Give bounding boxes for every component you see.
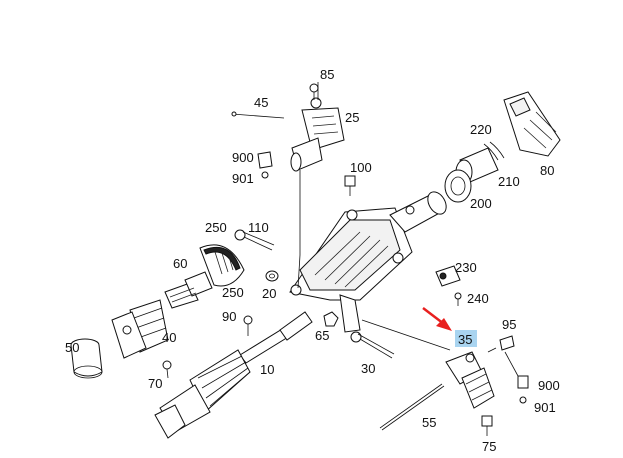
pin-45 [231,111,285,119]
label-60: 60 [173,256,187,271]
label-35: 35 [458,332,472,347]
washer-20 [265,270,279,282]
label-901-right: 901 [534,400,556,415]
label-900-right: 900 [538,378,560,393]
label-65: 65 [315,328,329,343]
joint-bellow [111,299,169,359]
ring-200 [444,169,472,203]
highlight-box [455,330,477,347]
screw-90 [243,315,253,336]
label-95: 95 [502,317,516,332]
connector [164,271,213,309]
screw-240 [454,292,462,306]
label-200: 200 [470,196,492,211]
label-40: 40 [162,330,176,345]
label-75: 75 [482,439,496,454]
clip-220 [483,141,505,161]
label-250-bottom: 250 [222,285,244,300]
nut-65 [323,311,339,327]
bolt-30 [350,331,395,359]
label-240: 240 [467,291,489,306]
label-901-top: 901 [232,171,254,186]
screw-95 [487,335,515,353]
column-upper-tube [389,191,447,233]
label-220: 220 [470,122,492,137]
cover-80 [503,91,561,157]
adjustment-motor [290,97,345,172]
red-arrow-pointer [422,307,452,331]
sleeve [70,338,103,379]
lower-actuator-35 [445,351,495,409]
label-25: 25 [345,110,359,125]
label-230: 230 [455,260,477,275]
part-labels: 10 20 25 30 35 40 45 50 55 60 65 70 75 8… [65,67,560,454]
label-45: 45 [254,95,268,110]
label-110: 110 [248,220,269,235]
screw-75 [481,415,493,436]
screw-100 [344,175,356,196]
label-80: 80 [540,163,554,178]
leader-lines [297,82,519,377]
steering-column-housing [289,207,413,333]
clock-spring [199,244,245,287]
label-900-top: 900 [232,150,254,165]
plug-900-top [257,151,273,179]
label-50: 50 [65,340,79,355]
label-90: 90 [222,309,236,324]
label-85: 85 [320,67,334,82]
label-100: 100 [350,160,372,175]
label-55: 55 [422,415,436,430]
pin-55 [379,383,445,431]
label-30: 30 [361,361,375,376]
intermediate-shaft [239,311,313,364]
label-10: 10 [260,362,274,377]
label-210: 210 [498,174,520,189]
label-250-top: 250 [205,220,227,235]
plug-900-right [517,375,529,404]
switch-230 [435,265,461,287]
screw-70 [162,360,172,379]
label-20: 20 [262,286,276,301]
label-70: 70 [148,376,162,391]
bolt-110 [234,229,275,251]
shaft-boot [154,349,251,439]
